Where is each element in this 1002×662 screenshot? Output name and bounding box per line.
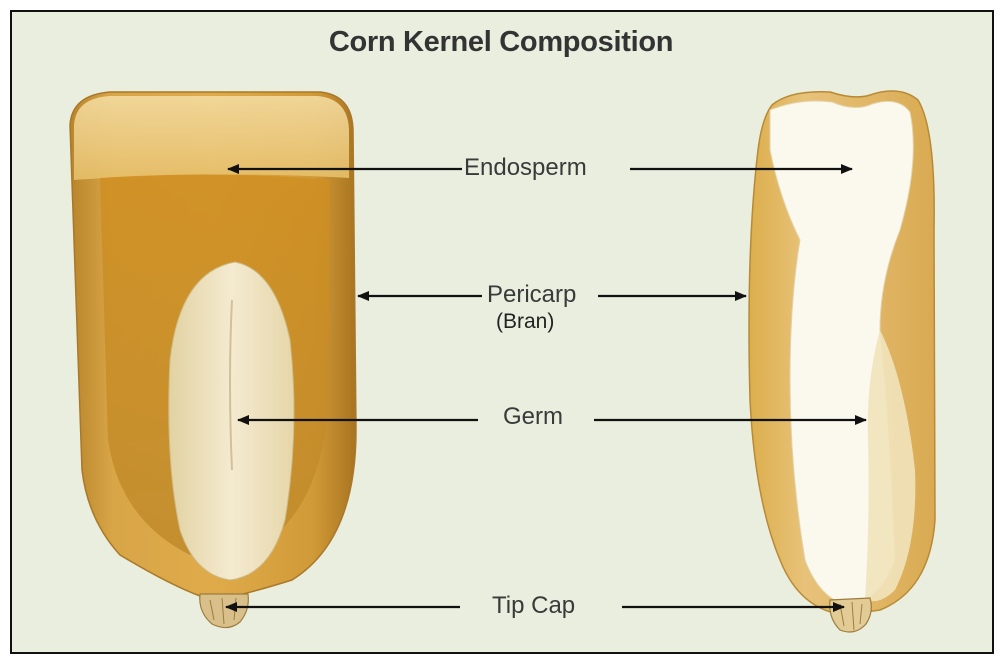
pericarp-bran-sublabel: (Bran)	[496, 310, 554, 334]
germ-label: Germ	[503, 403, 563, 431]
pericarp-label: Pericarp	[487, 281, 576, 309]
diagram-title: Corn Kernel Composition	[0, 26, 1002, 59]
tip-cap-label: Tip Cap	[492, 592, 575, 620]
left-kernel-top-cap	[74, 96, 349, 180]
right-tip-cap	[830, 598, 872, 632]
right-kernel	[749, 91, 935, 632]
left-kernel	[70, 92, 356, 628]
endosperm-label: Endosperm	[464, 154, 587, 182]
